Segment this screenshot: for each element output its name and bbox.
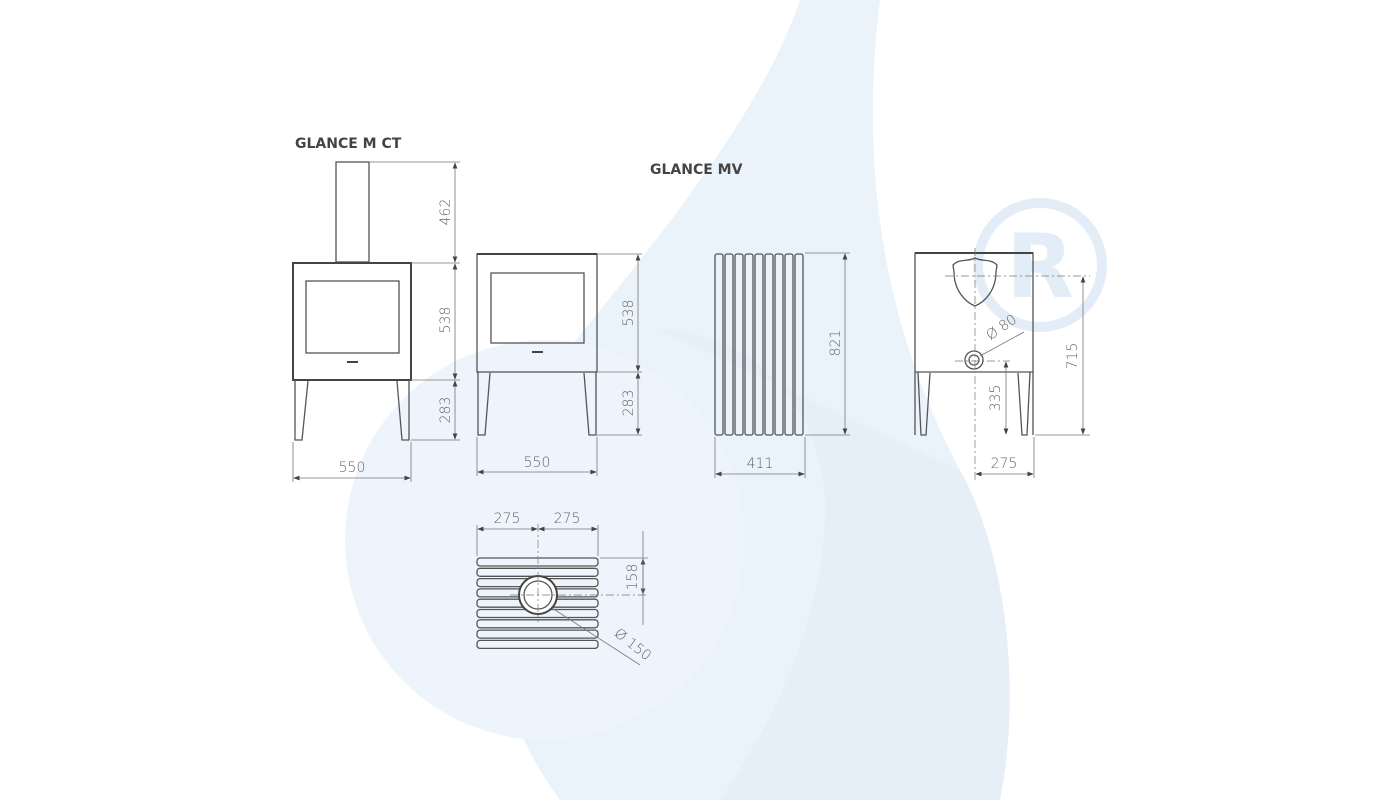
view-side [714,253,804,436]
top-slat [476,557,599,567]
top-slat [476,639,599,650]
dim-back-inlet-offset: 275 [991,456,1018,472]
dim-ct-body-height: 538 [438,307,454,334]
view-ct-front: 462 538 283 550 [292,161,460,482]
dim-side-depth: 411 [747,456,774,472]
side-slat [784,253,794,436]
side-slat [744,253,754,436]
drop-bulb [345,340,745,740]
registered-logo-letter: R [1006,215,1074,318]
dim-top-left-half: 275 [494,511,521,527]
title-glance-m-ct: GLANCE M CT [295,136,402,152]
side-slat [794,253,804,436]
drop-curve [660,330,1010,800]
dim-top-flue-offset: 158 [625,564,641,591]
view-side-dims: 821 411 [714,252,850,478]
dim-ct-width: 550 [339,460,366,476]
view-mv-front: 538 283 550 [476,253,642,476]
side-slat [724,253,734,436]
view-top-dims: Ø 150 275 275 158 [476,511,654,666]
dim-ct-leg-height: 283 [438,397,454,424]
side-slat [764,253,774,436]
dim-top-right-half: 275 [554,511,581,527]
dim-back-inlet-height: 335 [988,385,1004,412]
background-watermark: R [345,0,1107,800]
top-slat [476,619,599,629]
side-slat [734,253,744,436]
dim-mv-body-height: 538 [621,300,637,327]
inlet-circle [964,350,984,370]
dim-mv-leg-height: 283 [621,390,637,417]
dim-mv-width: 550 [524,455,551,471]
registered-logo [973,198,1107,332]
title-glance-mv: GLANCE MV [650,162,743,178]
dim-ct-flue-height: 462 [438,199,454,226]
top-slat [476,629,599,639]
side-slat [714,253,724,436]
dim-side-height: 821 [828,330,844,357]
side-slat [774,253,784,436]
side-slat [754,253,764,436]
dim-back-outlet-height: 715 [1065,343,1081,370]
